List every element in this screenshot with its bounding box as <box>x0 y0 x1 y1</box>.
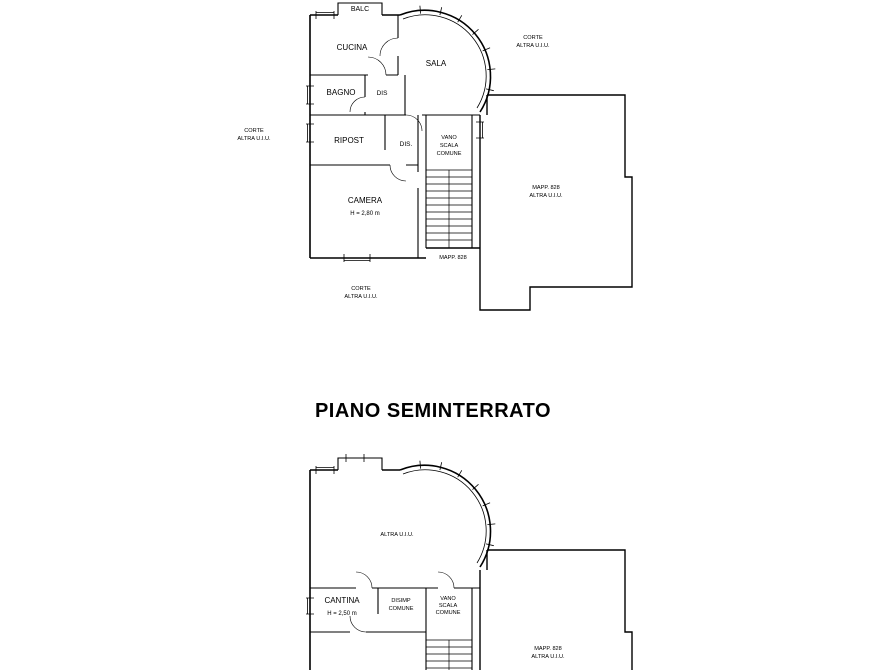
upper-curved-wall-ticks <box>419 5 496 92</box>
upper-neighbour-outline <box>426 94 633 311</box>
lower-stair-treads <box>426 639 472 670</box>
lower-stairwell-label-vano: VANO <box>440 596 456 602</box>
lower-interior-walls <box>310 587 480 633</box>
lower-door-arcs <box>349 571 455 633</box>
room-label-cantina: CANTINA <box>324 596 360 605</box>
annotation-corte-left-1: CORTE <box>244 128 264 134</box>
lower-stairwell-label-comune: COMUNE <box>436 610 461 616</box>
lower-exterior-walls <box>309 469 400 670</box>
lower-stairwell-walls <box>425 588 473 670</box>
upper-stair-treads <box>426 169 472 248</box>
room-label-disimp-2: COMUNE <box>389 606 414 612</box>
lower-window-symbols <box>306 454 365 615</box>
room-label-dis-1: DIS <box>377 90 389 97</box>
room-label-camera-height: H = 2,80 m <box>350 211 380 217</box>
lower-annotation-mapp-1: MAPP. 828 <box>534 646 562 652</box>
lower-curved-wall <box>399 464 492 568</box>
room-label-cantina-height: H = 2,50 m <box>327 611 357 617</box>
annotation-mapp-right-1: MAPP. 828 <box>532 185 560 191</box>
lower-stairwell-label-scala: SCALA <box>439 603 458 609</box>
lower-annotation-mapp-2: ALTRA U.I.U. <box>531 654 565 660</box>
lower-neighbour-outline <box>479 549 633 670</box>
stairwell-label-vano: VANO <box>441 135 457 141</box>
lower-top-protrusion <box>337 457 383 470</box>
stairwell-label-comune: COMUNE <box>437 151 462 157</box>
floor-plan-lower: ALTRA U.I.U. CANTINA H = 2,50 m DISIMP C… <box>306 454 633 670</box>
annotation-corte-top-right-1: CORTE <box>523 35 543 41</box>
annotation-mapp-bottom: MAPP. 828 <box>439 255 467 261</box>
annotation-corte-top-right-2: ALTRA U.I.U. <box>516 43 550 49</box>
annotation-corte-left-2: ALTRA U.I.U. <box>237 136 271 142</box>
upper-balcony-outline <box>337 2 383 15</box>
room-label-cucina: CUCINA <box>337 43 368 52</box>
annotation-altra: ALTRA U.I.U. <box>380 532 414 538</box>
annotation-corte-bottom-2: ALTRA U.I.U. <box>344 294 378 300</box>
room-label-camera: CAMERA <box>348 196 383 205</box>
annotation-corte-bottom-1: CORTE <box>351 286 371 292</box>
floor-plan-upper: BALC CORTE ALTRA U.I.U. CUCINA SALA BAGN… <box>237 2 633 311</box>
upper-exterior-walls <box>309 14 426 259</box>
upper-curved-wall-inner <box>402 14 487 109</box>
stairwell-label-scala: SCALA <box>440 143 459 149</box>
upper-curved-wall <box>399 9 492 113</box>
room-label-bagno: BAGNO <box>327 88 356 97</box>
section-title: PIANO SEMINTERRATO <box>315 400 551 422</box>
upper-window-symbols <box>306 11 484 262</box>
room-label-dis-2: DIS. <box>400 141 413 148</box>
annotation-mapp-right-2: ALTRA U.I.U. <box>529 193 563 199</box>
lower-curved-wall-ticks <box>419 460 496 547</box>
room-label-disimp-1: DISIMP <box>391 598 411 604</box>
upper-door-arcs <box>349 37 423 182</box>
room-label-sala: SALA <box>426 59 447 68</box>
upper-interior-walls <box>310 15 480 258</box>
room-label-ripost: RIPOST <box>334 136 364 145</box>
room-label-balc: BALC <box>351 6 369 13</box>
lower-curved-wall-inner <box>402 469 487 564</box>
